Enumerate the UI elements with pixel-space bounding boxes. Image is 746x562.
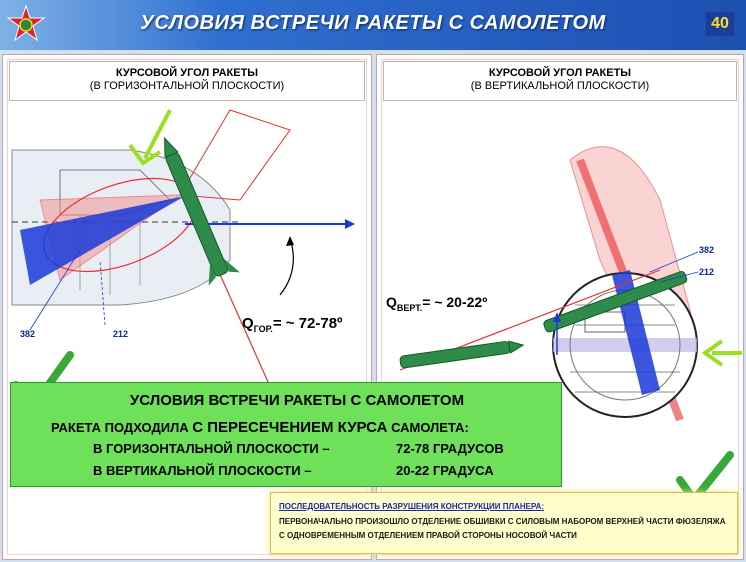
left-frame-label-212: 212 — [113, 329, 129, 339]
right-incoming-missile — [399, 340, 525, 369]
left-heading-line2: (В ГОРИЗОНТАЛЬНОЙ ПЛОСКОСТИ) — [89, 80, 285, 92]
summary-line-2-value: 72-78 ГРАДУСОВ — [396, 441, 504, 456]
summary-line-3-label: В ВЕРТИКАЛЬНОЙ ПЛОСКОСТИ – — [93, 463, 312, 478]
emblem-icon — [6, 4, 46, 42]
header-bar: УСЛОВИЯ ВСТРЕЧИ РАКЕТЫ С САМОЛЕТОМ 40 — [0, 0, 746, 50]
left-missile — [163, 136, 240, 286]
right-frame-label-212: 212 — [699, 267, 715, 277]
summary-title: УСЛОВИЯ ВСТРЕЧИ РАКЕТЫ С САМОЛЕТОМ — [129, 392, 465, 409]
destruction-info-box: ПОСЛЕДОВАТЕЛЬНОСТЬ РАЗРУШЕНИЯ КОНСТРУКЦИ… — [270, 492, 738, 554]
summary-line-2-label: В ГОРИЗОНТАЛЬНОЙ ПЛОСКОСТИ – — [93, 441, 330, 456]
info-text: ПЕРВОНАЧАЛЬНО ПРОИЗОШЛО ОТДЕЛЕНИЕ ОБШИВК… — [279, 517, 726, 540]
right-heading-line1: КУРСОВОЙ УГОЛ РАКЕТЫ — [488, 67, 632, 79]
left-heading-line1: КУРСОВОЙ УГОЛ РАКЕТЫ — [115, 67, 259, 79]
slide-title: УСЛОВИЯ ВСТРЕЧИ РАКЕТЫ С САМОЛЕТОМ — [140, 12, 606, 34]
right-vertical-axis-arrow — [553, 312, 561, 355]
lime-arrow-icon — [128, 109, 172, 166]
summary-line-3-value: 20-22 ГРАДУСА — [396, 463, 494, 478]
left-blue-fragment-cone — [20, 196, 185, 285]
right-panel-heading: КУРСОВОЙ УГОЛ РАКЕТЫ (В ВЕРТИКАЛЬНОЙ ПЛО… — [383, 61, 737, 101]
left-aircraft-axis-arrow — [185, 219, 355, 229]
summary-line-1: РАКЕТА ПОДХОДИЛА С ПЕРЕСЕЧЕНИЕМ КУРСА СА… — [51, 419, 469, 436]
page-number: 40 — [706, 12, 734, 36]
left-panel-heading: КУРСОВОЙ УГОЛ РАКЕТЫ (В ГОРИЗОНТАЛЬНОЙ П… — [9, 61, 365, 101]
left-angle-arc — [279, 236, 294, 296]
summary-box: УСЛОВИЯ ВСТРЕЧИ РАКЕТЫ С САМОЛЕТОМ РАКЕТ… — [10, 382, 562, 487]
right-heading-line2: (В ВЕРТИКАЛЬНОЙ ПЛОСКОСТИ) — [470, 80, 650, 92]
right-missile-in-fuselage — [543, 271, 688, 333]
lime-arrow-icon — [701, 339, 742, 367]
info-heading: ПОСЛЕДОВАТЕЛЬНОСТЬ РАЗРУШЕНИЯ КОНСТРУКЦИ… — [279, 502, 545, 511]
right-angle-label: QВЕРТ.= ~ 20-22º — [386, 294, 488, 313]
left-frame-label-382: 382 — [20, 329, 36, 339]
right-frame-label-382: 382 — [699, 245, 715, 255]
left-angle-label: QГОР.= ~ 72-78º — [242, 315, 343, 334]
